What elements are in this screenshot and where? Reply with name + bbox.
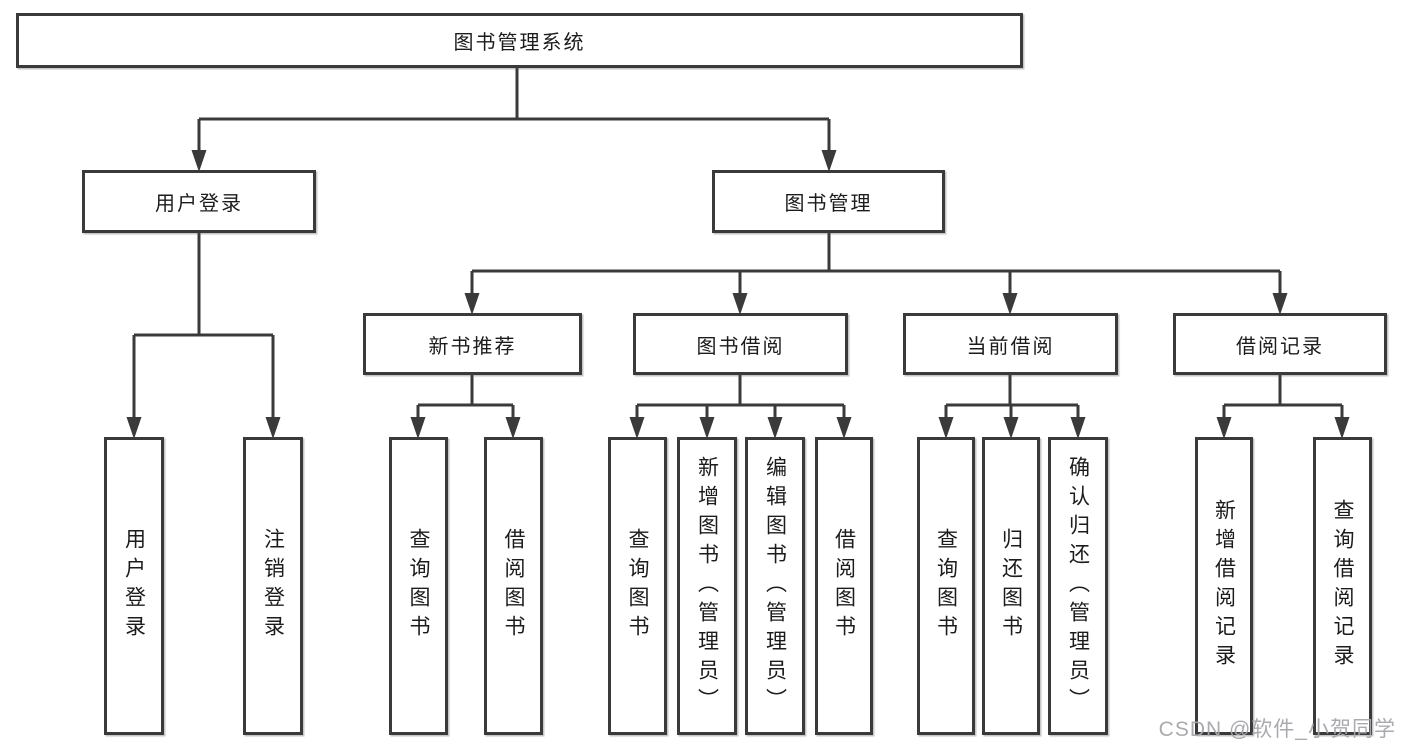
leaf-add-books-admin: 新增图书（管理员） <box>677 437 737 735</box>
leaf-add-borrow-record-label: 新增借阅记录 <box>1212 499 1236 673</box>
leaf-add-books-admin-label: 新增图书（管理员） <box>695 455 719 717</box>
leaf-query-books-borrow-label: 查询图书 <box>626 528 649 644</box>
leaf-borrow-books-label: 借阅图书 <box>832 528 856 644</box>
node-book-management-label: 图书管理 <box>784 193 873 215</box>
leaf-user-login: 用户登录 <box>104 437 164 735</box>
leaf-query-books-current-label: 查询图书 <box>934 528 958 644</box>
leaf-logout-label: 注销登录 <box>261 528 285 644</box>
leaf-borrow-books-recommend-label: 借阅图书 <box>502 528 525 644</box>
node-current-borrow: 当前借阅 <box>903 313 1118 375</box>
leaf-query-books-borrow: 查询图书 <box>608 437 667 735</box>
leaf-add-borrow-record: 新增借阅记录 <box>1195 437 1253 735</box>
leaf-query-books-current: 查询图书 <box>917 437 975 735</box>
leaf-edit-books-admin-label: 编辑图书（管理员） <box>763 455 787 717</box>
leaf-query-borrow-record: 查询借阅记录 <box>1313 437 1372 735</box>
node-book-management: 图书管理 <box>712 170 945 233</box>
node-borrow-records-label: 借阅记录 <box>1236 335 1324 358</box>
node-current-borrow-label: 当前借阅 <box>966 335 1055 358</box>
leaf-return-books: 归还图书 <box>982 437 1040 735</box>
leaf-user-login-label: 用户登录 <box>122 528 146 644</box>
leaf-logout: 注销登录 <box>243 437 303 735</box>
leaf-query-books-recommend: 查询图书 <box>389 437 448 735</box>
node-new-book-recommend: 新书推荐 <box>363 313 582 375</box>
node-root: 图书管理系统 <box>16 13 1023 68</box>
node-borrow-records: 借阅记录 <box>1173 313 1387 375</box>
node-user-login-label: 用户登录 <box>155 193 243 215</box>
node-root-label: 图书管理系统 <box>453 32 586 54</box>
leaf-query-borrow-record-label: 查询借阅记录 <box>1331 499 1354 673</box>
node-book-borrow: 图书借阅 <box>633 313 848 375</box>
leaf-borrow-books: 借阅图书 <box>815 437 873 735</box>
leaf-query-books-recommend-label: 查询图书 <box>407 528 430 644</box>
node-new-book-recommend-label: 新书推荐 <box>428 335 517 358</box>
leaf-return-books-label: 归还图书 <box>999 528 1023 644</box>
leaf-edit-books-admin: 编辑图书（管理员） <box>745 437 805 735</box>
node-user-login: 用户登录 <box>82 170 316 233</box>
node-book-borrow-label: 图书借阅 <box>696 335 785 358</box>
watermark: CSDN @软件_小贺同学 <box>1158 718 1396 741</box>
leaf-borrow-books-recommend: 借阅图书 <box>484 437 543 735</box>
leaf-confirm-return-admin-label: 确认归还（管理员） <box>1066 455 1090 717</box>
leaf-confirm-return-admin: 确认归还（管理员） <box>1048 437 1108 735</box>
